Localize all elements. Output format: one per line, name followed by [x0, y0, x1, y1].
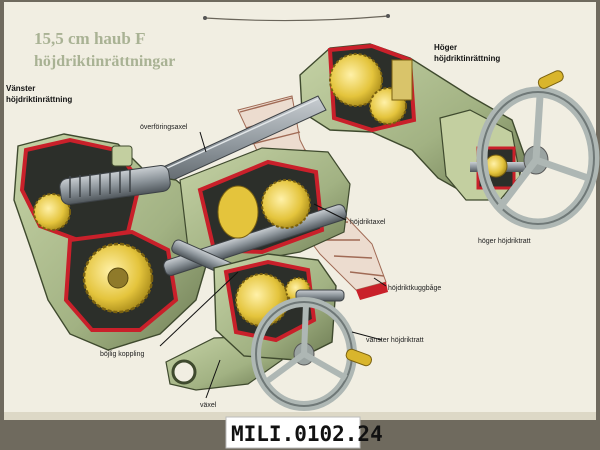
leader-hojdriktkuggbage: [373, 277, 387, 287]
poster-edge-shadow: [4, 412, 596, 420]
elevation-shaft-bearing: [217, 185, 259, 239]
leader-vaxel: [205, 359, 221, 399]
right-handwheel-handle: [537, 70, 564, 89]
right-gear-rack: [391, 59, 413, 101]
right-handwheel-spoke-2: [534, 156, 590, 182]
leader-bojlig-koppling: [159, 271, 239, 347]
left-elevation-mechanism: [13, 133, 211, 351]
poster-title-line2: höjdriktinrättningar: [34, 53, 175, 70]
catalog-tag-card: [225, 416, 361, 449]
left-main-gear-hub: [107, 267, 129, 289]
label-hojdriktaxel: höjdriktaxel: [350, 219, 386, 226]
label-hoger-line1: Höger: [434, 43, 457, 52]
label-hojdriktkuggbage: höjdriktkuggbåge: [388, 284, 441, 292]
hanging-string: [204, 15, 389, 22]
left-upper-gear: [33, 193, 71, 231]
label-vanster-line1: Vänster: [6, 84, 35, 93]
gearbox-arm-eye: [171, 359, 197, 385]
leader-vanster-hojdriktratt: [351, 331, 383, 341]
label-hoger-line2: höjdriktinrättning: [434, 54, 500, 63]
label-vanster-line2: höjdriktinrättning: [6, 95, 72, 104]
gearbox-and-left-handwheel: [165, 253, 373, 411]
leader-overforingsaxel: [199, 131, 207, 153]
leader-hojdriktaxel: [313, 203, 347, 221]
label-vaxel: växel: [200, 402, 217, 409]
leader-lines: [159, 131, 387, 399]
left-worm-thread: [69, 170, 131, 198]
label-bojlig-koppling: böjlig koppling: [100, 351, 144, 358]
catalog-tag-number: MILI.0102.24: [231, 422, 383, 446]
catalog-tag: MILI.0102.24: [225, 416, 383, 449]
label-overforingsaxel: överföringsaxel: [140, 124, 188, 131]
label-vanster-hojdriktratt: vänster höjdriktratt: [366, 337, 424, 344]
right-handwheel: [476, 70, 600, 230]
left-handwheel-handle: [345, 348, 373, 367]
right-handwheel-rim-shade: [481, 91, 595, 225]
right-handwheel-spoke-1: [532, 95, 544, 161]
left-handwheel-spoke-3: [264, 351, 306, 385]
label-hoger-hojdriktratt: höger höjdriktratt: [478, 238, 531, 245]
gearbox-gear-large: [235, 273, 289, 327]
string-hook-right: [386, 14, 390, 18]
left-handwheel-spoke-1: [301, 303, 309, 355]
elevation-shaft-gear: [261, 179, 311, 229]
elevation-arc-cut: [356, 282, 388, 300]
right-upper-gear: [329, 53, 383, 107]
string-hook-left: [203, 16, 207, 20]
left-handwheel-spoke-2: [302, 351, 348, 381]
left-flange-mount: [111, 145, 133, 167]
left-worm-shaft: [59, 165, 171, 205]
right-handwheel-spoke-3: [495, 157, 539, 213]
poster-title-line1: 15,5 cm haub F: [34, 29, 145, 48]
